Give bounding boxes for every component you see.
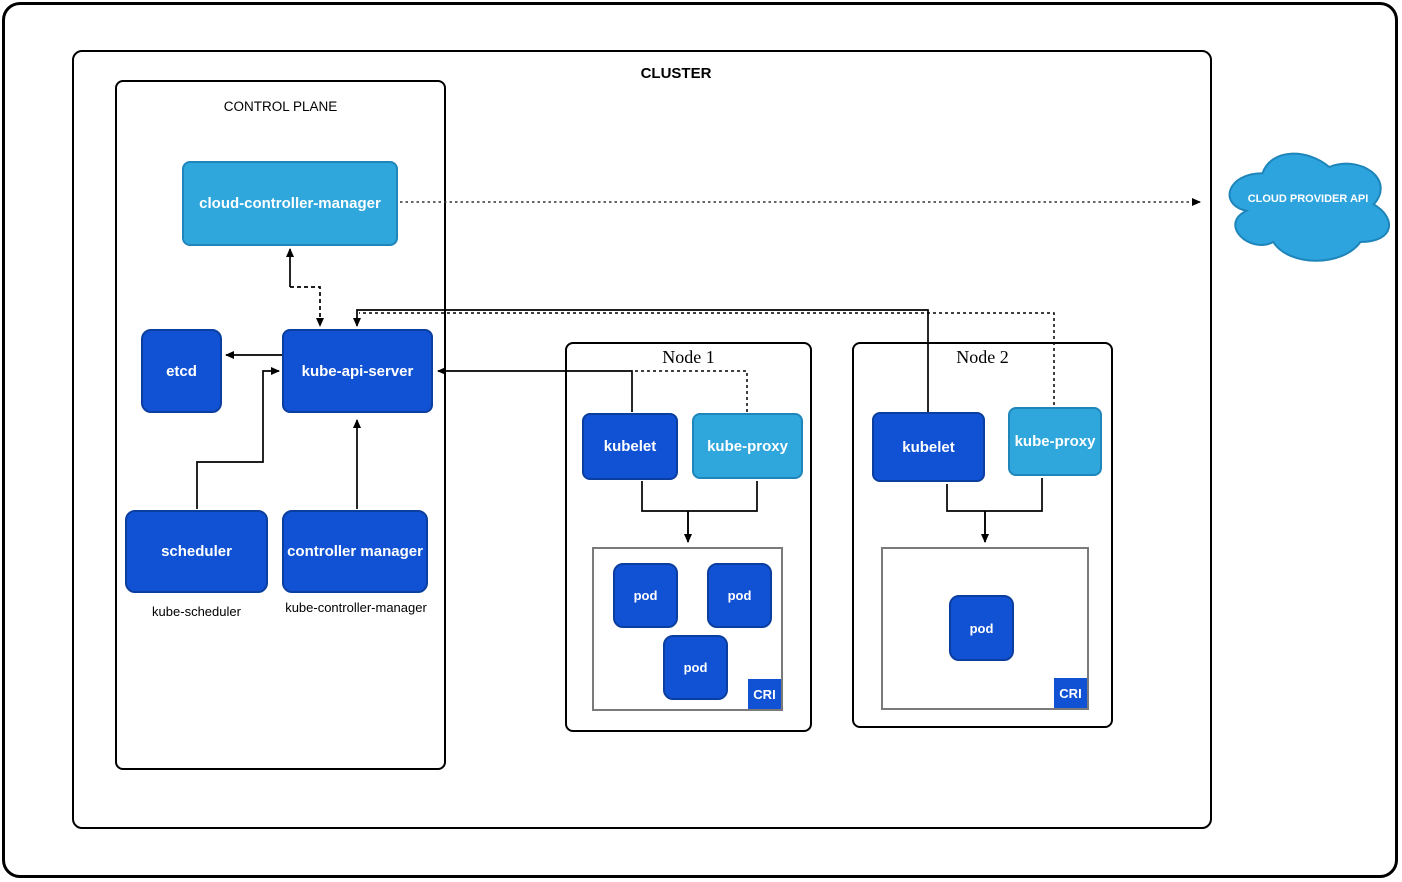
cluster-label: CLUSTER xyxy=(640,65,712,82)
pod: pod xyxy=(949,595,1014,661)
pod: pod xyxy=(707,563,772,628)
control-plane-label: CONTROL PLANE xyxy=(223,99,338,114)
etcd-box: etcd xyxy=(141,329,222,413)
node1-kubelet-box: kubelet xyxy=(582,413,678,480)
node1-kube-proxy-box: kube-proxy xyxy=(692,413,803,479)
control-plane-box xyxy=(115,80,446,770)
cloud-controller-manager-box: cloud-controller-manager xyxy=(182,161,398,246)
cloud-provider-api-label: CLOUD PROVIDER API xyxy=(1247,193,1369,205)
node2-cri-container: pod CRI xyxy=(881,547,1089,710)
node1-label: Node 1 xyxy=(662,347,715,367)
pod: pod xyxy=(613,563,678,628)
kube-scheduler-caption: kube-scheduler xyxy=(152,604,241,619)
cluster-box xyxy=(72,50,1212,829)
node2-cri-badge: CRI xyxy=(1054,678,1087,708)
node2-kubelet-box: kubelet xyxy=(872,412,985,482)
kube-controller-manager-caption: kube-controller-manager xyxy=(285,600,427,615)
pod: pod xyxy=(663,635,728,700)
node2-label: Node 2 xyxy=(956,347,1009,367)
node2-kube-proxy-box: kube-proxy xyxy=(1008,407,1102,476)
scheduler-box: scheduler xyxy=(125,510,268,593)
controller-manager-box: controller manager xyxy=(282,510,428,593)
node1-cri-container: pod pod pod CRI xyxy=(592,547,783,711)
kube-api-server-box: kube-api-server xyxy=(282,329,433,413)
node1-cri-badge: CRI xyxy=(748,679,781,709)
